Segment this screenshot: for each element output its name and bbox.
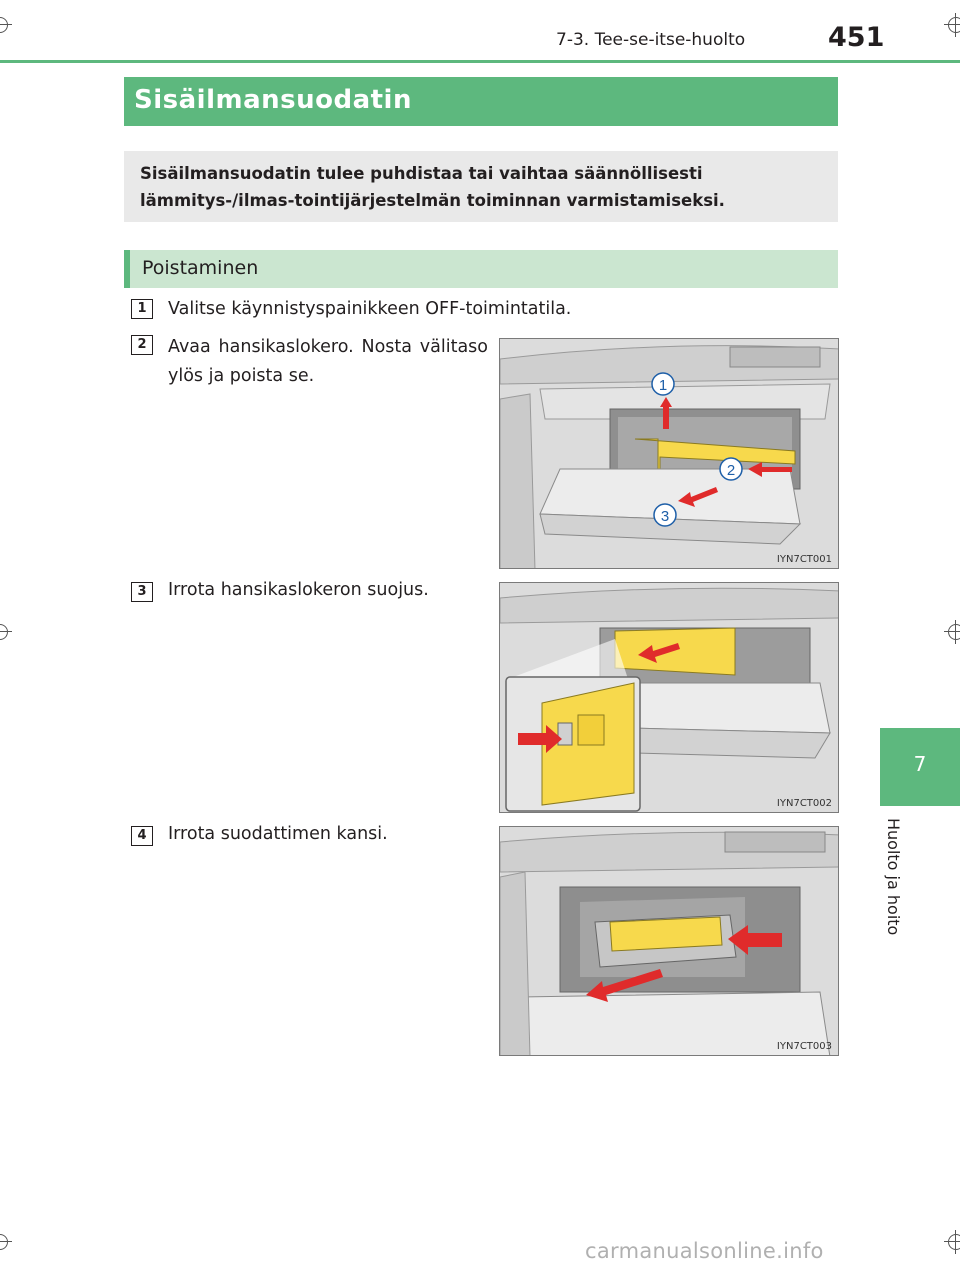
figure-illustration: [500, 827, 838, 1055]
crop-mark: [0, 13, 12, 37]
crop-mark: [0, 1230, 12, 1254]
figure-illustration: [500, 583, 838, 812]
chapter-tab: 7: [880, 728, 960, 806]
chapter-label-text: Huolto ja hoito: [884, 818, 903, 936]
figure-code: IYN7CT001: [776, 554, 832, 565]
crop-mark: [944, 620, 960, 644]
callout-2: 2: [727, 462, 735, 479]
figure-code: IYN7CT003: [776, 1041, 832, 1052]
callout-1: 1: [659, 377, 667, 394]
step-number: 2: [131, 335, 153, 355]
figure-code: IYN7CT002: [776, 798, 832, 809]
figure-illustration: 1 2 3: [500, 339, 838, 568]
step-text: Irrota hansikaslokeron suojus.: [168, 580, 429, 600]
page-number: 451: [828, 22, 885, 53]
section-heading: 7-3. Tee-se-itse-huolto: [556, 30, 746, 50]
figure-filter-cover: IYN7CT003: [499, 826, 839, 1056]
header-rule: [0, 60, 960, 63]
subheading-bar: Poistaminen: [124, 250, 838, 288]
figure-glovebox-cover: IYN7CT002: [499, 582, 839, 813]
step-text: Valitse käynnistyspainikkeen OFF-toimint…: [168, 299, 572, 319]
intro-text: Sisäilmansuodatin tulee puhdistaa tai va…: [140, 164, 725, 210]
subheading: Poistaminen: [142, 257, 259, 279]
crop-mark: [0, 620, 12, 644]
step-number: 4: [131, 826, 153, 846]
crop-mark: [944, 13, 960, 37]
figure-glovebox-shelf: 1 2 3 IYN7CT001: [499, 338, 839, 569]
page-title: Sisäilmansuodatin: [134, 85, 412, 115]
step-number: 1: [131, 299, 153, 319]
chapter-label: Huolto ja hoito: [884, 818, 914, 948]
step-number: 3: [131, 582, 153, 602]
step-text: Irrota suodattimen kansi.: [168, 824, 388, 844]
crop-mark: [944, 1230, 960, 1254]
watermark: carmanualsonline.info: [585, 1239, 824, 1263]
step-text: Avaa hansikaslokero. Nosta välitaso ylös…: [168, 337, 488, 386]
title-bar: Sisäilmansuodatin: [124, 77, 838, 126]
chapter-number: 7: [913, 752, 927, 776]
callout-3: 3: [661, 508, 669, 525]
intro-box: Sisäilmansuodatin tulee puhdistaa tai va…: [124, 151, 838, 222]
